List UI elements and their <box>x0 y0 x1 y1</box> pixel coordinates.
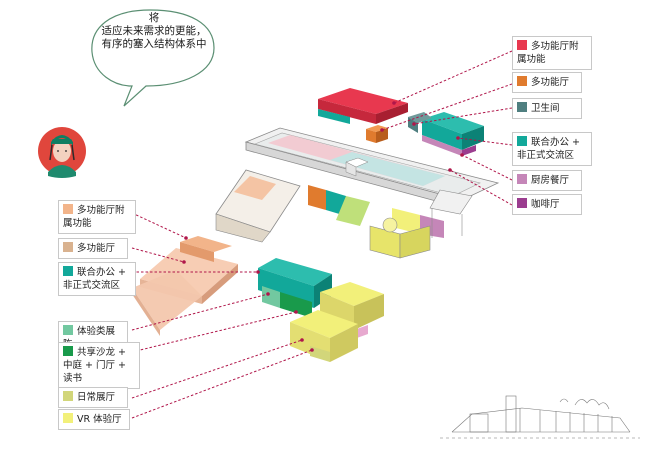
left-exploded-volumes <box>132 236 238 336</box>
legend-right-swatch <box>517 198 527 208</box>
legend-right-multi-hall-aux: 多功能厅附属功能 <box>512 36 592 70</box>
legend-left-swatch <box>63 391 73 401</box>
legend-right-joint-office: 联合办公 + 非正式交流区 <box>512 132 592 166</box>
legend-right-restroom: 卫生间 <box>512 98 582 119</box>
legend-left-swatch <box>63 325 73 335</box>
legend-left-vr-hall: VR 体验厅 <box>58 409 130 430</box>
speech-bubble-outline <box>91 9 215 107</box>
leader-markers <box>182 101 464 352</box>
speech-line-1: 将 <box>148 12 160 24</box>
legend-right-multi-hall: 多功能厅 <box>512 72 582 93</box>
legend-right-kitchen: 厨房餐厅 <box>512 170 582 191</box>
legend-left-swatch <box>63 266 73 276</box>
legend-left-swatch <box>63 242 73 252</box>
legend-left-daily-exhibit: 日常展厅 <box>58 387 128 408</box>
right-exploded-volumes <box>318 88 484 156</box>
speech-bubble: 将 适应未来需求的更能，有序的塞入结构体系中 <box>94 8 212 90</box>
main-building <box>215 127 500 259</box>
legend-right-swatch <box>517 136 527 146</box>
legend-right-swatch <box>517 102 527 112</box>
legend-left-swatch <box>63 346 73 356</box>
speech-line-2: 适应未来需求的更能，有序的塞入结构体系中 <box>101 25 207 50</box>
legend-right-swatch <box>517 76 527 86</box>
leader-lines <box>131 50 513 419</box>
legend-left-multi-hall: 多功能厅 <box>58 238 128 259</box>
legend-left-swatch <box>63 204 73 214</box>
legend-right-swatch <box>517 40 527 50</box>
building-sketch <box>440 395 640 439</box>
legend-right-swatch <box>517 174 527 184</box>
legend-left-joint-office: 联合办公 + 非正式交流区 <box>58 262 136 296</box>
legend-left-swatch <box>63 413 73 423</box>
person-avatar <box>38 127 86 178</box>
legend-right-cafe: 咖啡厅 <box>512 194 582 215</box>
legend-left-salon: 共享沙龙 + 中庭 + 门厅 + 读书 <box>58 342 140 389</box>
middle-exploded-volumes <box>258 258 384 362</box>
legend-left-multi-hall-aux: 多功能厅附属功能 <box>58 200 136 234</box>
